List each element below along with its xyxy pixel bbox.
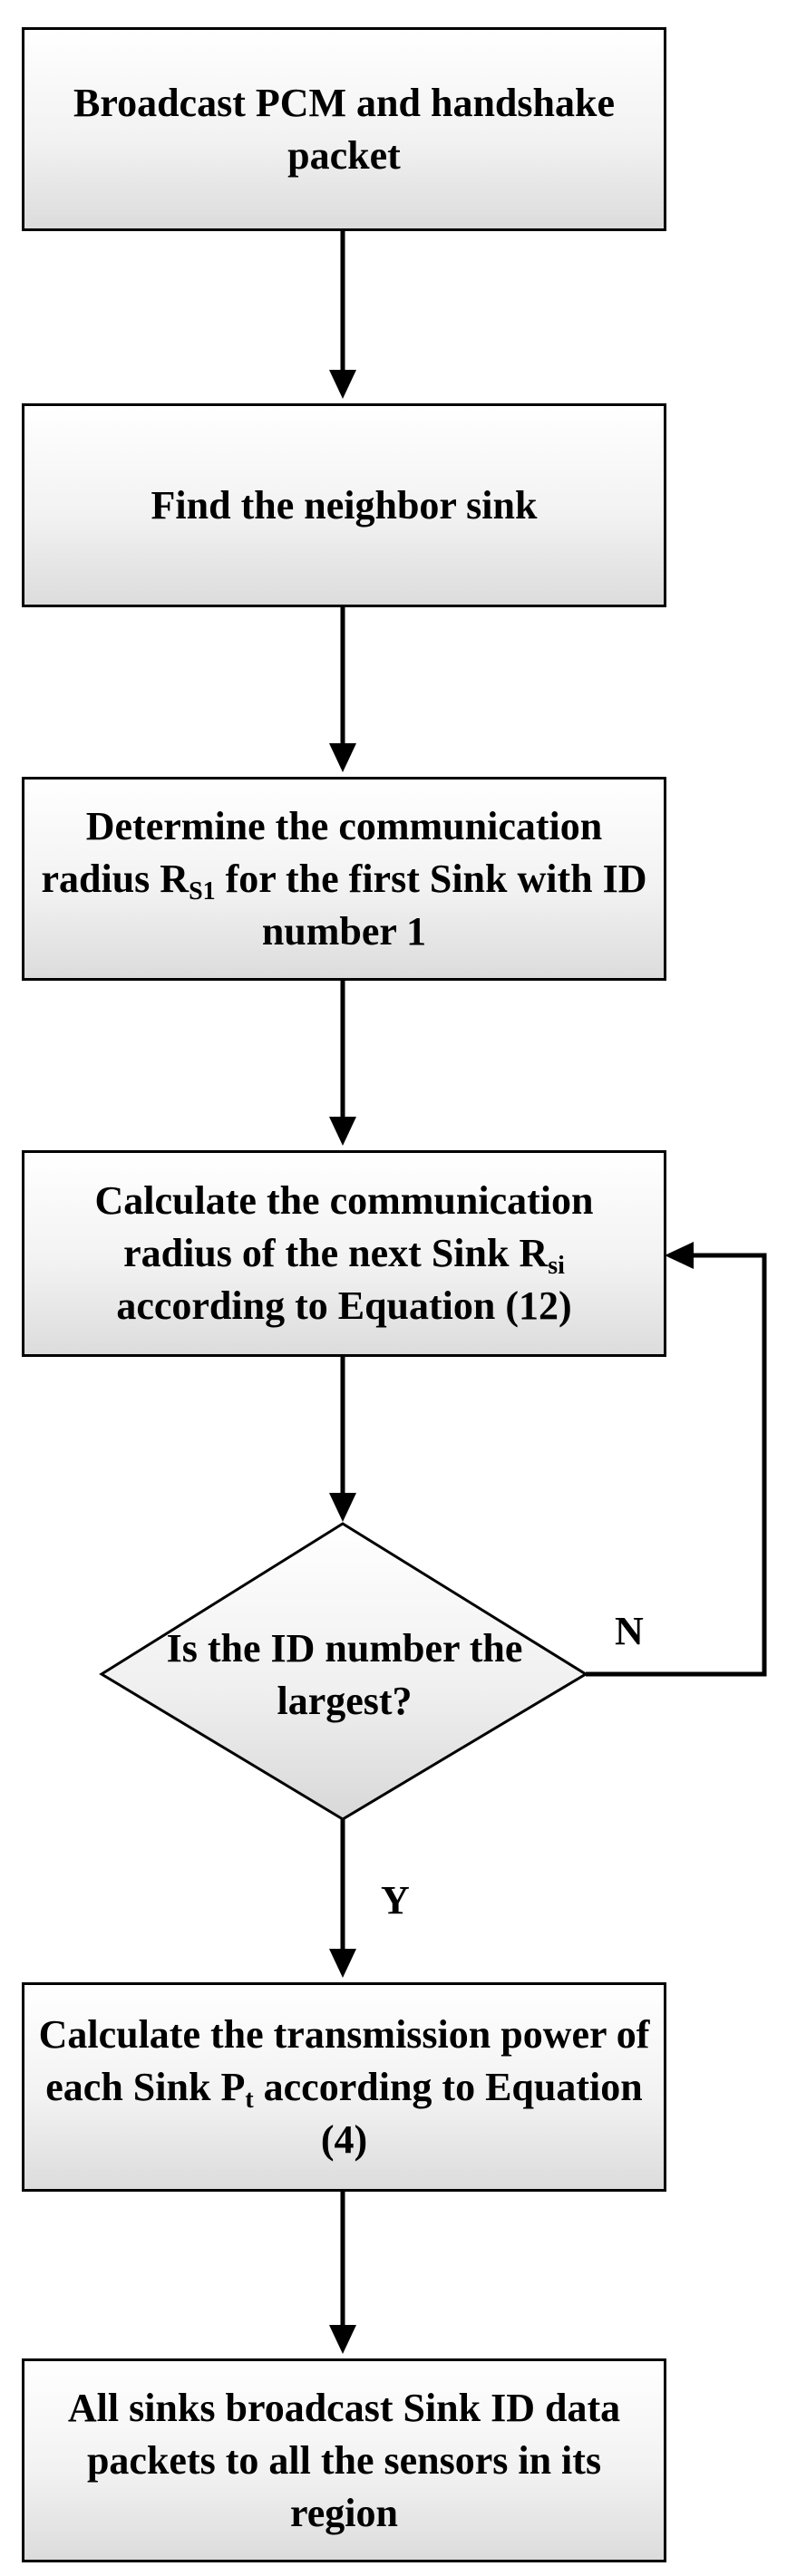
step-calculate-next-radius: Calculate the communication radius of th… — [22, 1150, 666, 1357]
arrowhead-3-4 — [329, 1117, 356, 1146]
arrowhead-decision-5 — [329, 1949, 356, 1978]
step-broadcast-sink-id: All sinks broadcast Sink ID data packets… — [22, 2358, 666, 2562]
decision-text: Is the ID number the largest? — [166, 1626, 523, 1723]
arrowhead-4-decision — [329, 1493, 356, 1522]
arrowhead-5-6 — [329, 2325, 356, 2354]
arrowhead-1-2 — [329, 370, 356, 399]
label-no: N — [615, 1609, 644, 1653]
step-find-neighbor-sink: Find the neighbor sink — [22, 403, 666, 607]
arrowhead-2-3 — [329, 743, 356, 772]
loop-back-arrowhead — [665, 1242, 694, 1269]
loop-back-line — [586, 1253, 767, 1677]
step-broadcast-pcm: Broadcast PCM and handshake packet — [22, 27, 666, 231]
step-determine-radius: Determine the communication radius RS1 f… — [22, 777, 666, 981]
step-transmission-power: Calculate the transmission power of each… — [22, 1982, 666, 2192]
decision-diamond — [99, 1522, 588, 1821]
label-yes: Y — [381, 1878, 410, 1922]
